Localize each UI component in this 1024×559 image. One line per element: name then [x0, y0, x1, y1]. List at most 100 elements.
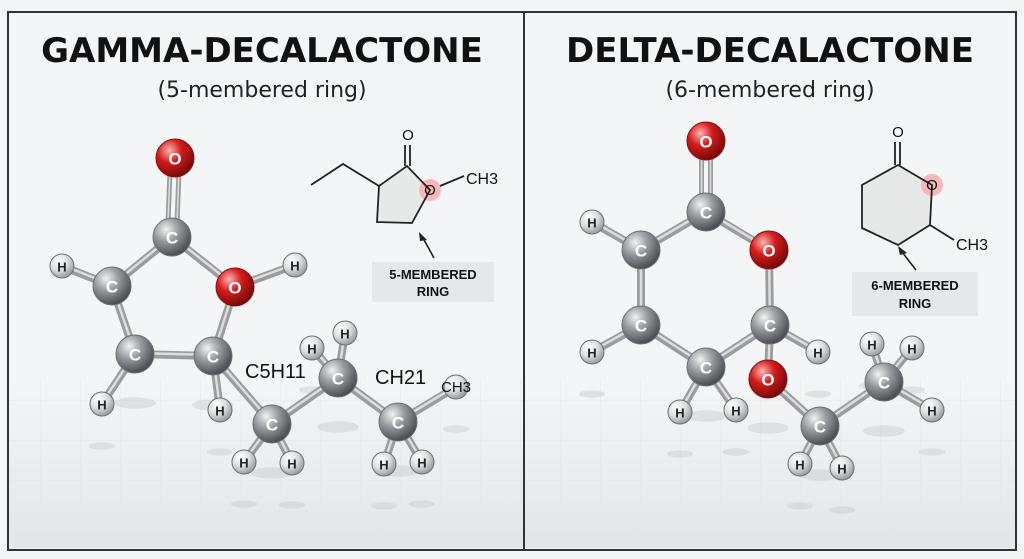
right-skeletal-ring-oxygen: O	[926, 177, 938, 194]
delta-atom-C2	[750, 305, 790, 345]
molecule-shadows	[88, 371, 946, 514]
delta-atom-C3	[686, 347, 726, 387]
gamma-atom-C4	[92, 266, 132, 306]
gamma-atom-label-C3: C	[129, 346, 141, 365]
delta-atom-H5	[805, 339, 831, 365]
delta-shadow-C3	[685, 410, 727, 422]
delta-shadow-H4	[722, 448, 750, 456]
delta-atom-label-C2: C	[764, 317, 776, 336]
gamma-atom-H1	[49, 253, 75, 279]
delta-shadow-C7	[863, 425, 905, 437]
delta-atom-label-C7: C	[878, 374, 890, 393]
gamma-atom-C2	[193, 336, 233, 376]
delta-atom-label-H7: H	[837, 462, 846, 477]
left-callout-line2: RING	[417, 284, 450, 299]
floor-grid	[8, 380, 1016, 548]
delta-atom-label-H1: H	[587, 216, 596, 231]
gamma-atom-label-H7: H	[307, 342, 316, 357]
left-skeletal-ring-oxygen: O	[424, 182, 436, 199]
gamma-atom-H6	[279, 450, 305, 476]
delta-atom-O1	[686, 121, 726, 161]
gamma-shadow-C6	[317, 421, 359, 433]
gamma-atom-label-H1: H	[57, 260, 66, 275]
delta-atom-label-H6: H	[795, 458, 804, 473]
right-callout-line2: RING	[899, 296, 932, 311]
gamma-atom-H7	[299, 335, 325, 361]
gamma-shadow-H4	[206, 448, 234, 456]
delta-atom-label-O2: O	[762, 242, 775, 261]
delta-atom-label-H8: H	[867, 338, 876, 353]
delta-atom-H1	[579, 209, 605, 235]
right-title: DELTA-DECALACTONE	[566, 31, 974, 71]
molecule-atoms: OCOCCCHHHHCCCHHHHHHHOCOCCCCHHHHHOCCHHHHH…	[49, 121, 945, 481]
delta-atom-H6	[787, 451, 813, 477]
gamma-atom-C6	[318, 358, 358, 398]
left-callout-box	[372, 262, 494, 302]
outer-frame	[7, 11, 1017, 551]
delta-shadow-H6	[786, 502, 814, 510]
gamma-atom-label-C6: C	[332, 370, 344, 389]
delta-atom-H10	[919, 397, 945, 423]
gamma-atom-C1	[152, 217, 192, 257]
gamma-atom-label-C5: C	[266, 416, 278, 435]
delta-atom-label-C6: C	[814, 418, 826, 437]
gamma-atom-O1	[155, 138, 195, 178]
delta-atom-label-C4: C	[635, 317, 647, 336]
gamma-atom-label-C2: C	[207, 348, 219, 367]
gamma-atom-H8	[332, 320, 358, 346]
delta-atom-H7	[829, 455, 855, 481]
gamma-atom-label-H8: H	[340, 327, 349, 342]
gamma-atom-H10	[409, 449, 435, 475]
delta-atom-label-H3: H	[675, 406, 684, 421]
delta-shadow-O3	[747, 422, 789, 434]
gamma-shadow-C3	[114, 397, 156, 409]
gamma-atom-C5	[252, 404, 292, 444]
gamma-shadow-C8	[442, 425, 470, 433]
gamma-atom-label-O2: O	[228, 279, 241, 298]
gamma-atom-H3	[89, 391, 115, 417]
delta-atom-C6	[800, 406, 840, 446]
right-skeletal-methyl: CH3	[956, 237, 988, 254]
left-chain-label-1: C5H11	[245, 361, 306, 383]
delta-shadow-H3	[666, 450, 694, 458]
delta-atom-label-O3: O	[761, 371, 774, 390]
right-callout-box	[852, 272, 978, 316]
right-subtitle: (6-membered ring)	[665, 78, 874, 103]
right-skeletal-structure: O O CH3 6-MEMBERED RING	[852, 124, 988, 316]
gamma-atom-label-H10: H	[417, 456, 426, 471]
right-callout-line1: 6-MEMBERED	[871, 278, 958, 293]
left-callout-line1: 5-MEMBERED	[389, 267, 476, 282]
delta-atom-label-H10: H	[927, 404, 936, 419]
delta-atom-H8	[859, 331, 885, 357]
gamma-atom-label-H9: H	[379, 458, 388, 473]
gamma-shadow-H6	[278, 501, 306, 509]
gamma-atom-C8	[443, 374, 469, 400]
delta-shadow-H2	[578, 390, 606, 398]
gamma-shadow-H9	[370, 502, 398, 510]
gamma-atom-label-O1: O	[168, 150, 181, 169]
left-title: GAMMA-DECALACTONE	[41, 31, 483, 71]
gamma-atom-label-H3: H	[97, 398, 106, 413]
left-skeletal-carbonyl-oxygen: O	[402, 127, 414, 144]
left-chain-label-2: CH21	[375, 367, 426, 389]
delta-atom-O3	[748, 359, 788, 399]
delta-atom-label-C1: C	[700, 204, 712, 223]
delta-atom-H4	[723, 397, 749, 423]
delta-atom-C7	[864, 362, 904, 402]
delta-atom-C5	[621, 230, 661, 270]
gamma-atom-label-C4: C	[106, 278, 118, 297]
delta-shadow-H7	[828, 506, 856, 514]
gamma-atom-H5	[231, 449, 257, 475]
gamma-atom-C7	[378, 402, 418, 442]
delta-shadow-H5	[804, 390, 832, 398]
left-subtitle: (5-membered ring)	[157, 78, 366, 103]
delta-atom-label-C5: C	[635, 242, 647, 261]
gamma-atom-H2	[282, 252, 308, 278]
delta-atom-C1	[686, 192, 726, 232]
gamma-shadow-H3	[88, 442, 116, 450]
delta-shadow-H10	[918, 448, 946, 456]
left-skeletal-methyl: CH3	[466, 171, 498, 188]
left-skeletal-structure: O O CH3 5-MEMBERED RING	[310, 127, 498, 302]
